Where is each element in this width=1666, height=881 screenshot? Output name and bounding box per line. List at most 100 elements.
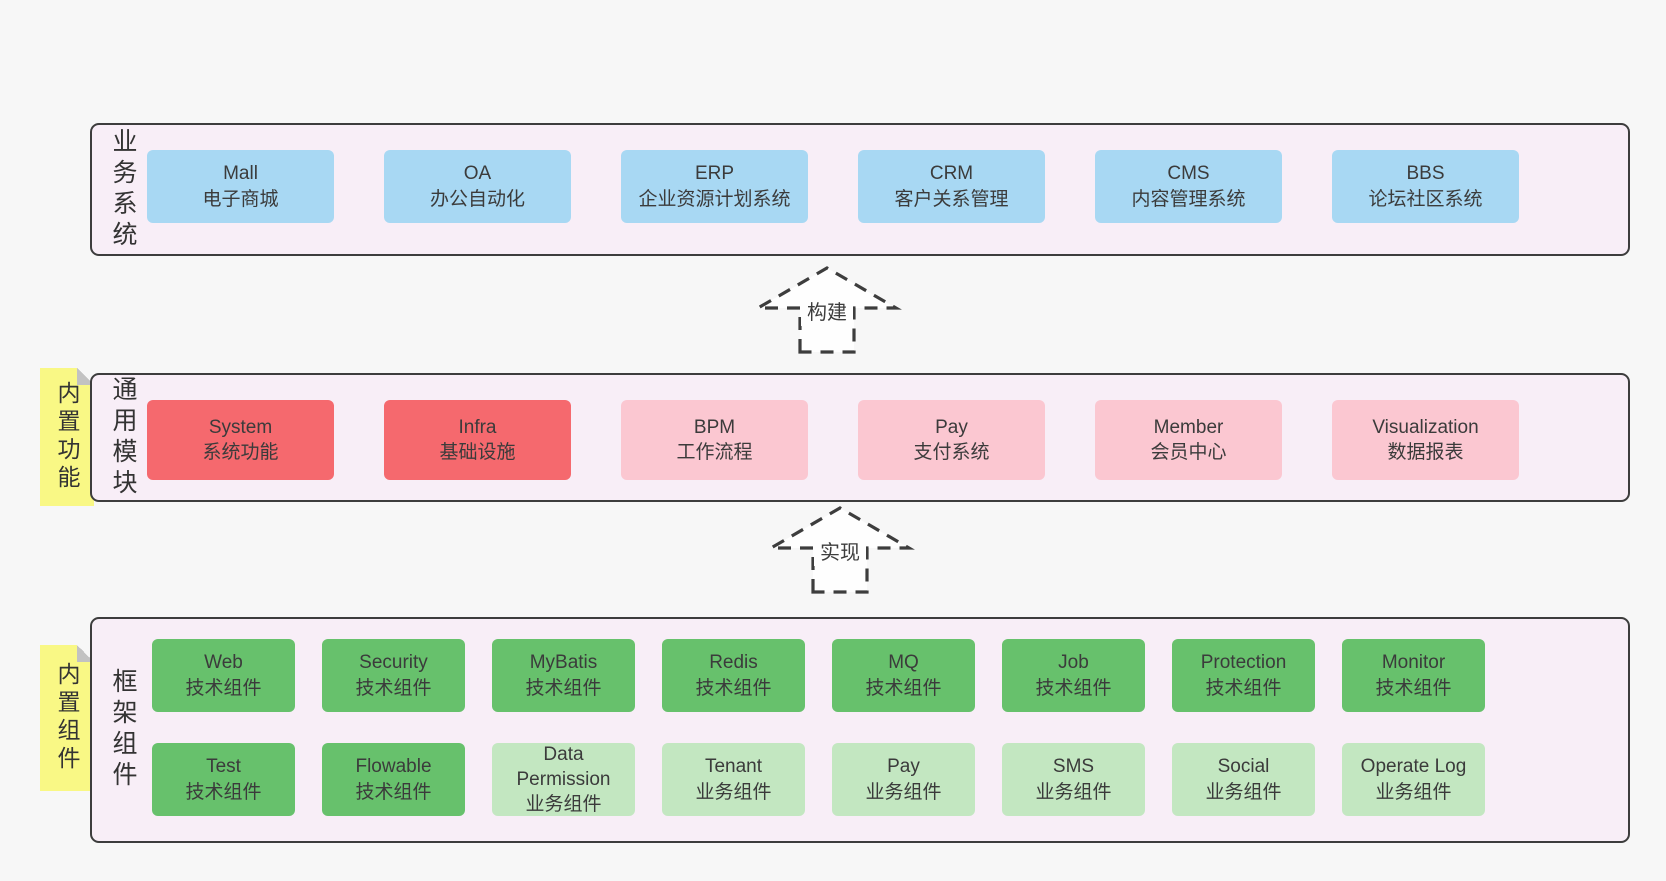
business-box-oa: OA 办公自动化 <box>384 150 571 223</box>
panel-label-business: 业务系统 <box>109 127 137 252</box>
box-subtitle: 技术组件 <box>695 677 772 699</box>
box-subtitle: 技术组件 <box>865 677 942 699</box>
box-subtitle: 技术组件 <box>355 781 432 803</box>
business-box-crm: CRM 客户关系管理 <box>858 150 1045 223</box>
business-systems-panel: 业务系统 Mall 电子商城 OA 办公自动化 ERP 企业资源计划系统 CRM… <box>90 123 1630 256</box>
box-title: Redis <box>709 652 758 674</box>
box-title: Data Permission <box>516 743 611 790</box>
framework-box-job: Job 技术组件 <box>1002 639 1145 712</box>
box-title: OA <box>463 163 492 185</box>
box-title: Pay <box>887 756 920 778</box>
framework-row-1: Web 技术组件 Security 技术组件 MyBatis 技术组件 Redi… <box>152 639 1485 712</box>
box-title: BBS <box>1406 163 1445 185</box>
framework-box-monitor: Monitor 技术组件 <box>1342 639 1485 712</box>
box-title: SMS <box>1052 756 1095 778</box>
module-box-pay: Pay 支付系统 <box>858 400 1045 480</box>
framework-box-pay: Pay 业务组件 <box>832 743 975 816</box>
note-label: 内置组件 <box>54 662 80 774</box>
panel-label-modules: 通用模块 <box>109 375 137 500</box>
box-title: Protection <box>1200 652 1287 674</box>
box-title: Pay <box>935 416 968 438</box>
box-title: Web <box>204 652 243 674</box>
arrow-label-bg <box>801 298 853 326</box>
framework-box-mybatis: MyBatis 技术组件 <box>492 639 635 712</box>
note-fold-corner-icon <box>77 368 94 385</box>
sticky-note-builtin-components: 内置组件 <box>40 645 94 791</box>
box-subtitle: 技术组件 <box>525 677 602 699</box>
framework-box-protection: Protection 技术组件 <box>1172 639 1315 712</box>
box-subtitle: 系统功能 <box>202 442 279 463</box>
panel-label-framework: 框架组件 <box>109 668 137 792</box>
box-title: Security <box>359 652 428 674</box>
box-title: Operate Log <box>1360 756 1467 778</box>
box-title: ERP <box>694 163 735 185</box>
box-title: Tenant <box>704 756 763 778</box>
module-box-member: Member 会员中心 <box>1095 400 1282 480</box>
box-title: CMS <box>1167 163 1210 185</box>
box-subtitle: 客户关系管理 <box>894 188 1009 210</box>
box-subtitle: 业务组件 <box>525 794 602 816</box>
framework-box-operate-log: Operate Log 业务组件 <box>1342 743 1485 816</box>
box-subtitle: 业务组件 <box>1375 781 1452 803</box>
module-box-visualization: Visualization 数据报表 <box>1332 400 1519 480</box>
box-title: Mall <box>223 163 258 185</box>
module-box-bpm: BPM 工作流程 <box>621 400 808 480</box>
box-title: Monitor <box>1381 652 1446 674</box>
sticky-note-builtin-features: 内置功能 <box>40 368 94 506</box>
framework-box-social: Social 业务组件 <box>1172 743 1315 816</box>
note-fold-corner-icon <box>77 645 94 662</box>
box-subtitle: 内容管理系统 <box>1131 188 1246 210</box>
box-title: Social <box>1217 756 1270 778</box>
box-title: Infra <box>458 416 497 438</box>
box-title: System <box>208 416 273 438</box>
framework-box-mq: MQ 技术组件 <box>832 639 975 712</box>
build-arrow-label: 构建 <box>807 301 847 324</box>
box-title: CRM <box>929 163 974 185</box>
arrow-label-bg <box>814 538 866 566</box>
box-subtitle: 支付系统 <box>913 442 990 463</box>
common-modules-panel: 通用模块 System 系统功能 Infra 基础设施 BPM 工作流程 Pay… <box>90 373 1630 502</box>
box-subtitle: 业务组件 <box>865 781 942 803</box>
business-box-cms: CMS 内容管理系统 <box>1095 150 1282 223</box>
box-subtitle: 业务组件 <box>695 781 772 803</box>
box-title: Job <box>1058 652 1089 674</box>
framework-box-test: Test 技术组件 <box>152 743 295 816</box>
framework-box-redis: Redis 技术组件 <box>662 639 805 712</box>
box-subtitle: 业务组件 <box>1205 781 1282 803</box>
box-subtitle: 技术组件 <box>1205 677 1282 699</box>
framework-box-web: Web 技术组件 <box>152 639 295 712</box>
box-subtitle: 基础设施 <box>439 442 516 463</box>
box-title: Visualization <box>1372 416 1479 438</box>
box-title: Flowable <box>355 756 432 778</box>
module-box-infra: Infra 基础设施 <box>384 400 571 480</box>
framework-box-flowable: Flowable 技术组件 <box>322 743 465 816</box>
box-subtitle: 技术组件 <box>185 677 262 699</box>
box-subtitle: 技术组件 <box>1375 677 1452 699</box>
box-subtitle: 业务组件 <box>1035 781 1112 803</box>
implement-arrow-label: 实现 <box>820 541 860 564</box>
box-subtitle: 电子商城 <box>202 188 279 210</box>
framework-box-security: Security 技术组件 <box>322 639 465 712</box>
framework-components-panel: 框架组件 Web 技术组件 Security 技术组件 MyBatis 技术组件… <box>90 617 1630 843</box>
box-subtitle: 技术组件 <box>185 781 262 803</box>
modules-boxes-row: System 系统功能 Infra 基础设施 BPM 工作流程 Pay 支付系统… <box>147 400 1519 480</box>
note-label: 内置功能 <box>54 381 80 493</box>
box-title: MQ <box>888 652 919 674</box>
box-subtitle: 数据报表 <box>1387 442 1464 463</box>
box-subtitle: 办公自动化 <box>429 188 525 210</box>
framework-box-sms: SMS 业务组件 <box>1002 743 1145 816</box>
framework-box-tenant: Tenant 业务组件 <box>662 743 805 816</box>
implement-arrow: 实现 <box>765 506 915 594</box>
business-box-mall: Mall 电子商城 <box>147 150 334 223</box>
box-subtitle: 技术组件 <box>355 677 432 699</box>
box-subtitle: 工作流程 <box>676 442 753 463</box>
business-box-erp: ERP 企业资源计划系统 <box>621 150 808 223</box>
box-subtitle: 论坛社区系统 <box>1368 188 1483 210</box>
box-subtitle: 技术组件 <box>1035 677 1112 699</box>
build-arrow: 构建 <box>752 266 902 354</box>
box-title: Test <box>206 756 241 778</box>
box-title: Member <box>1153 416 1224 438</box>
module-box-system: System 系统功能 <box>147 400 334 480</box>
box-title: MyBatis <box>529 652 598 674</box>
